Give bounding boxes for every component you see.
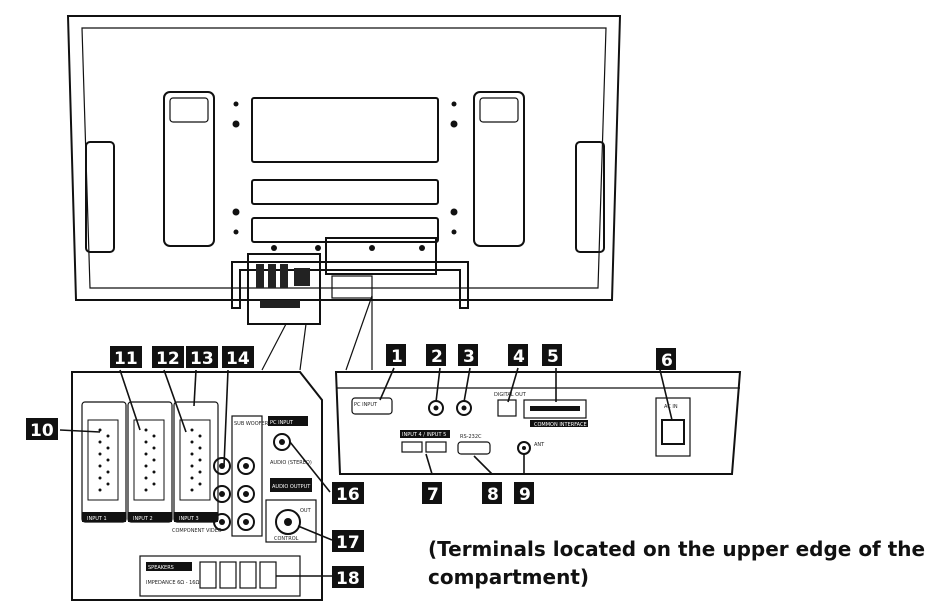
callout-4: 4 [508,344,528,367]
rs232c-port: RS-232C [457,434,491,455]
common-interface-label: COMMON INTERFACE [534,422,587,428]
input1-label: INPUT 1 [87,516,107,522]
svg-text:3: 3 [463,347,475,367]
common-interface-slot: COMMON INTERFACE [523,399,588,428]
svg-text:18: 18 [336,569,360,589]
out-label: OUT [300,508,312,514]
svg-text:17: 17 [336,533,360,553]
callout-9: 9 [514,482,534,505]
antenna-input: ANT [517,441,545,455]
ant-label: ANT [534,442,545,448]
control-label: CONTROL [274,536,299,542]
svg-text:10: 10 [30,421,54,441]
svg-text:8: 8 [487,485,499,505]
rs232c-label: RS-232C [460,434,482,440]
audio-stereo-label: AUDIO (STEREO) [270,460,312,466]
subwoofer-audio-jacks: SUB WOOFER [231,415,269,537]
svg-text:12: 12 [156,349,180,369]
component-video-label: COMPONENT VIDEO [172,528,222,534]
component-video-jacks: COMPONENT VIDEO [172,457,231,534]
impedance-label: IMPEDANCE 6Ω - 16Ω [146,580,199,586]
ac-in-label: AC IN [664,404,678,410]
callout-8: 8 [482,482,502,505]
tv-rear-panel [66,15,622,325]
callout-3: 3 [458,344,478,367]
caption-line-2: compartment) [428,565,589,589]
scart-input-2: INPUT 2 [127,401,173,523]
callout-2: 2 [426,344,446,367]
scart-pins [98,428,202,492]
callout-16: 16 [332,482,364,505]
caption-line-1: (Terminals located on the upper edge of … [428,537,925,561]
left-handle [85,141,115,253]
upper-terminal-cover [325,237,437,275]
scart-input-1: INPUT 1 [81,401,127,523]
center-slot-mid [251,179,439,205]
svg-text:13: 13 [190,349,214,369]
screws [232,101,458,251]
callout-11: 11 [110,346,142,369]
svg-text:5: 5 [547,347,559,367]
hdmi-label: INPUT 4 / INPUT 5 [402,432,446,438]
ac-in-socket: AC IN [655,397,691,457]
callout-5: 5 [542,344,562,367]
svg-text:9: 9 [519,485,531,505]
svg-text:2: 2 [431,347,443,367]
svg-text:1: 1 [391,347,403,367]
callout-6: 6 [656,348,676,371]
right-handle [575,141,605,253]
control-out-jack: OUT CONTROL [265,499,317,543]
callout-13: 13 [186,346,218,369]
audio-output: AUDIO OUTPUT [270,478,312,492]
left-insert [163,91,215,247]
svg-text:7: 7 [427,485,439,505]
svg-text:6: 6 [661,351,673,371]
terminal-compartment [247,253,321,325]
svg-text:14: 14 [226,349,250,369]
callout-leaders [59,367,673,577]
pc-input-label: PC INPUT [270,420,294,426]
upper-terminal-panel: PC INPUT DIGITAL OUT COMMON INTERFACE AC… [334,371,742,475]
svg-text:4: 4 [513,347,525,367]
pc-input-audio-jack: PC INPUT AUDIO (STEREO) [268,416,312,466]
callout-12: 12 [152,346,184,369]
subwoofer-label: SUB WOOFER [234,421,269,427]
input2-label: INPUT 2 [133,516,153,522]
callout-18: 18 [332,566,364,589]
pc-input-vga: PC INPUT [351,397,393,415]
input3-label: INPUT 3 [179,516,199,522]
speakers-label: SPEAKERS [148,565,174,571]
svg-text:11: 11 [114,349,138,369]
audio-output-label: AUDIO OUTPUT [272,484,311,490]
callout-badges: 1 2 3 4 5 6 7 8 9 10 11 12 13 14 16 17 1… [26,344,676,589]
side-terminal-panel: INPUT 1 INPUT 2 INPUT 3 [71,371,323,601]
right-insert [473,91,525,247]
svg-text:16: 16 [336,485,360,505]
center-slot-top [251,97,439,163]
scart-input-3: INPUT 3 [173,401,219,523]
pc-input-top-label: PC INPUT [354,402,378,408]
center-slot-low [251,217,439,243]
callout-7: 7 [422,482,442,505]
callout-14: 14 [222,346,254,369]
zoom-lines [261,295,373,371]
callout-1: 1 [386,344,406,367]
callout-10: 10 [26,418,58,441]
callout-17: 17 [332,530,364,553]
hdmi-inputs: INPUT 4 / INPUT 5 [400,430,450,453]
